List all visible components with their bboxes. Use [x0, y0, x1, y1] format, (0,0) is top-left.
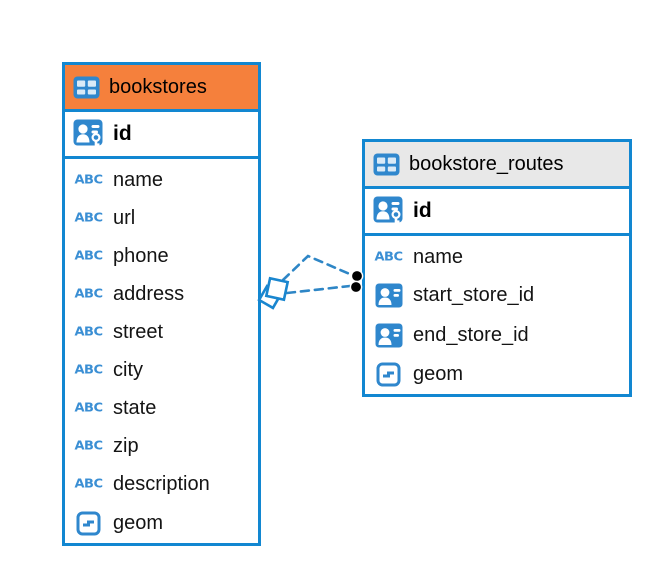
column-label: id [413, 199, 432, 222]
column-id[interactable]: id [65, 112, 258, 159]
column-label: url [113, 207, 136, 230]
column-label: state [113, 396, 157, 419]
column-description[interactable]: ABC description [65, 465, 258, 503]
column-id[interactable]: id [365, 189, 629, 236]
column-label: city [113, 358, 143, 381]
varchar-type-icon: ABC [74, 325, 103, 340]
column-geom[interactable]: geom [65, 503, 258, 543]
varchar-type-icon: ABC [74, 211, 103, 226]
varchar-type-icon: ABC [74, 401, 103, 416]
column-label: street [113, 321, 164, 344]
column-city[interactable]: ABC city [65, 352, 258, 390]
geometry-type-icon [373, 362, 404, 387]
table-bookstore-routes-header[interactable]: bookstore_routes [365, 142, 629, 189]
varchar-type-icon: ABC [374, 250, 403, 265]
column-label: id [113, 122, 132, 145]
column-street[interactable]: ABC street [65, 314, 258, 352]
column-label: geom [113, 511, 164, 534]
varchar-type-icon: ABC [74, 477, 103, 492]
reference-column-icon [373, 283, 404, 308]
table-title: bookstore_routes [409, 152, 564, 175]
relationship-line[interactable] [285, 284, 352, 295]
column-label: start_store_id [413, 284, 535, 307]
column-label: description [113, 472, 210, 495]
primary-key-icon [73, 119, 104, 150]
column-geom[interactable]: geom [365, 355, 629, 394]
table-icon [373, 153, 400, 176]
one-side-diamond-marker [257, 284, 283, 310]
column-label: phone [113, 245, 169, 268]
column-name[interactable]: ABC name [65, 162, 258, 200]
reference-column-icon [373, 323, 404, 348]
column-zip[interactable]: ABC zip [65, 427, 258, 465]
varchar-type-icon: ABC [74, 174, 103, 188]
table-bookstores-header[interactable]: bookstores [65, 65, 258, 112]
column-url[interactable]: ABC url [65, 200, 258, 238]
table-icon [73, 76, 100, 99]
varchar-type-icon: ABC [74, 249, 103, 264]
column-label: name [113, 169, 164, 192]
column-phone[interactable]: ABC phone [65, 238, 258, 276]
column-address[interactable]: ABC address [65, 276, 258, 314]
column-label: name [413, 246, 464, 269]
varchar-type-icon: ABC [74, 287, 103, 302]
geometry-type-icon [73, 511, 104, 536]
many-side-dot-marker [349, 280, 363, 294]
column-label: address [113, 283, 185, 306]
column-label: zip [113, 434, 139, 457]
column-label: end_store_id [413, 323, 529, 346]
table-bookstore-routes[interactable]: bookstore_routes id ABC name start_store_i… [362, 139, 632, 397]
column-end_store_id[interactable]: end_store_id [365, 316, 629, 355]
relationship-line[interactable] [281, 254, 354, 282]
primary-key-icon [373, 196, 404, 227]
column-label: geom [413, 362, 464, 385]
many-side-dot-marker [350, 269, 364, 283]
column-start_store_id[interactable]: start_store_id [365, 276, 629, 315]
column-name[interactable]: ABC name [365, 239, 629, 276]
one-side-diamond-marker [264, 276, 290, 302]
varchar-type-icon: ABC [74, 439, 103, 454]
table-title: bookstores [109, 75, 207, 98]
varchar-type-icon: ABC [74, 363, 103, 378]
column-state[interactable]: ABC state [65, 389, 258, 427]
